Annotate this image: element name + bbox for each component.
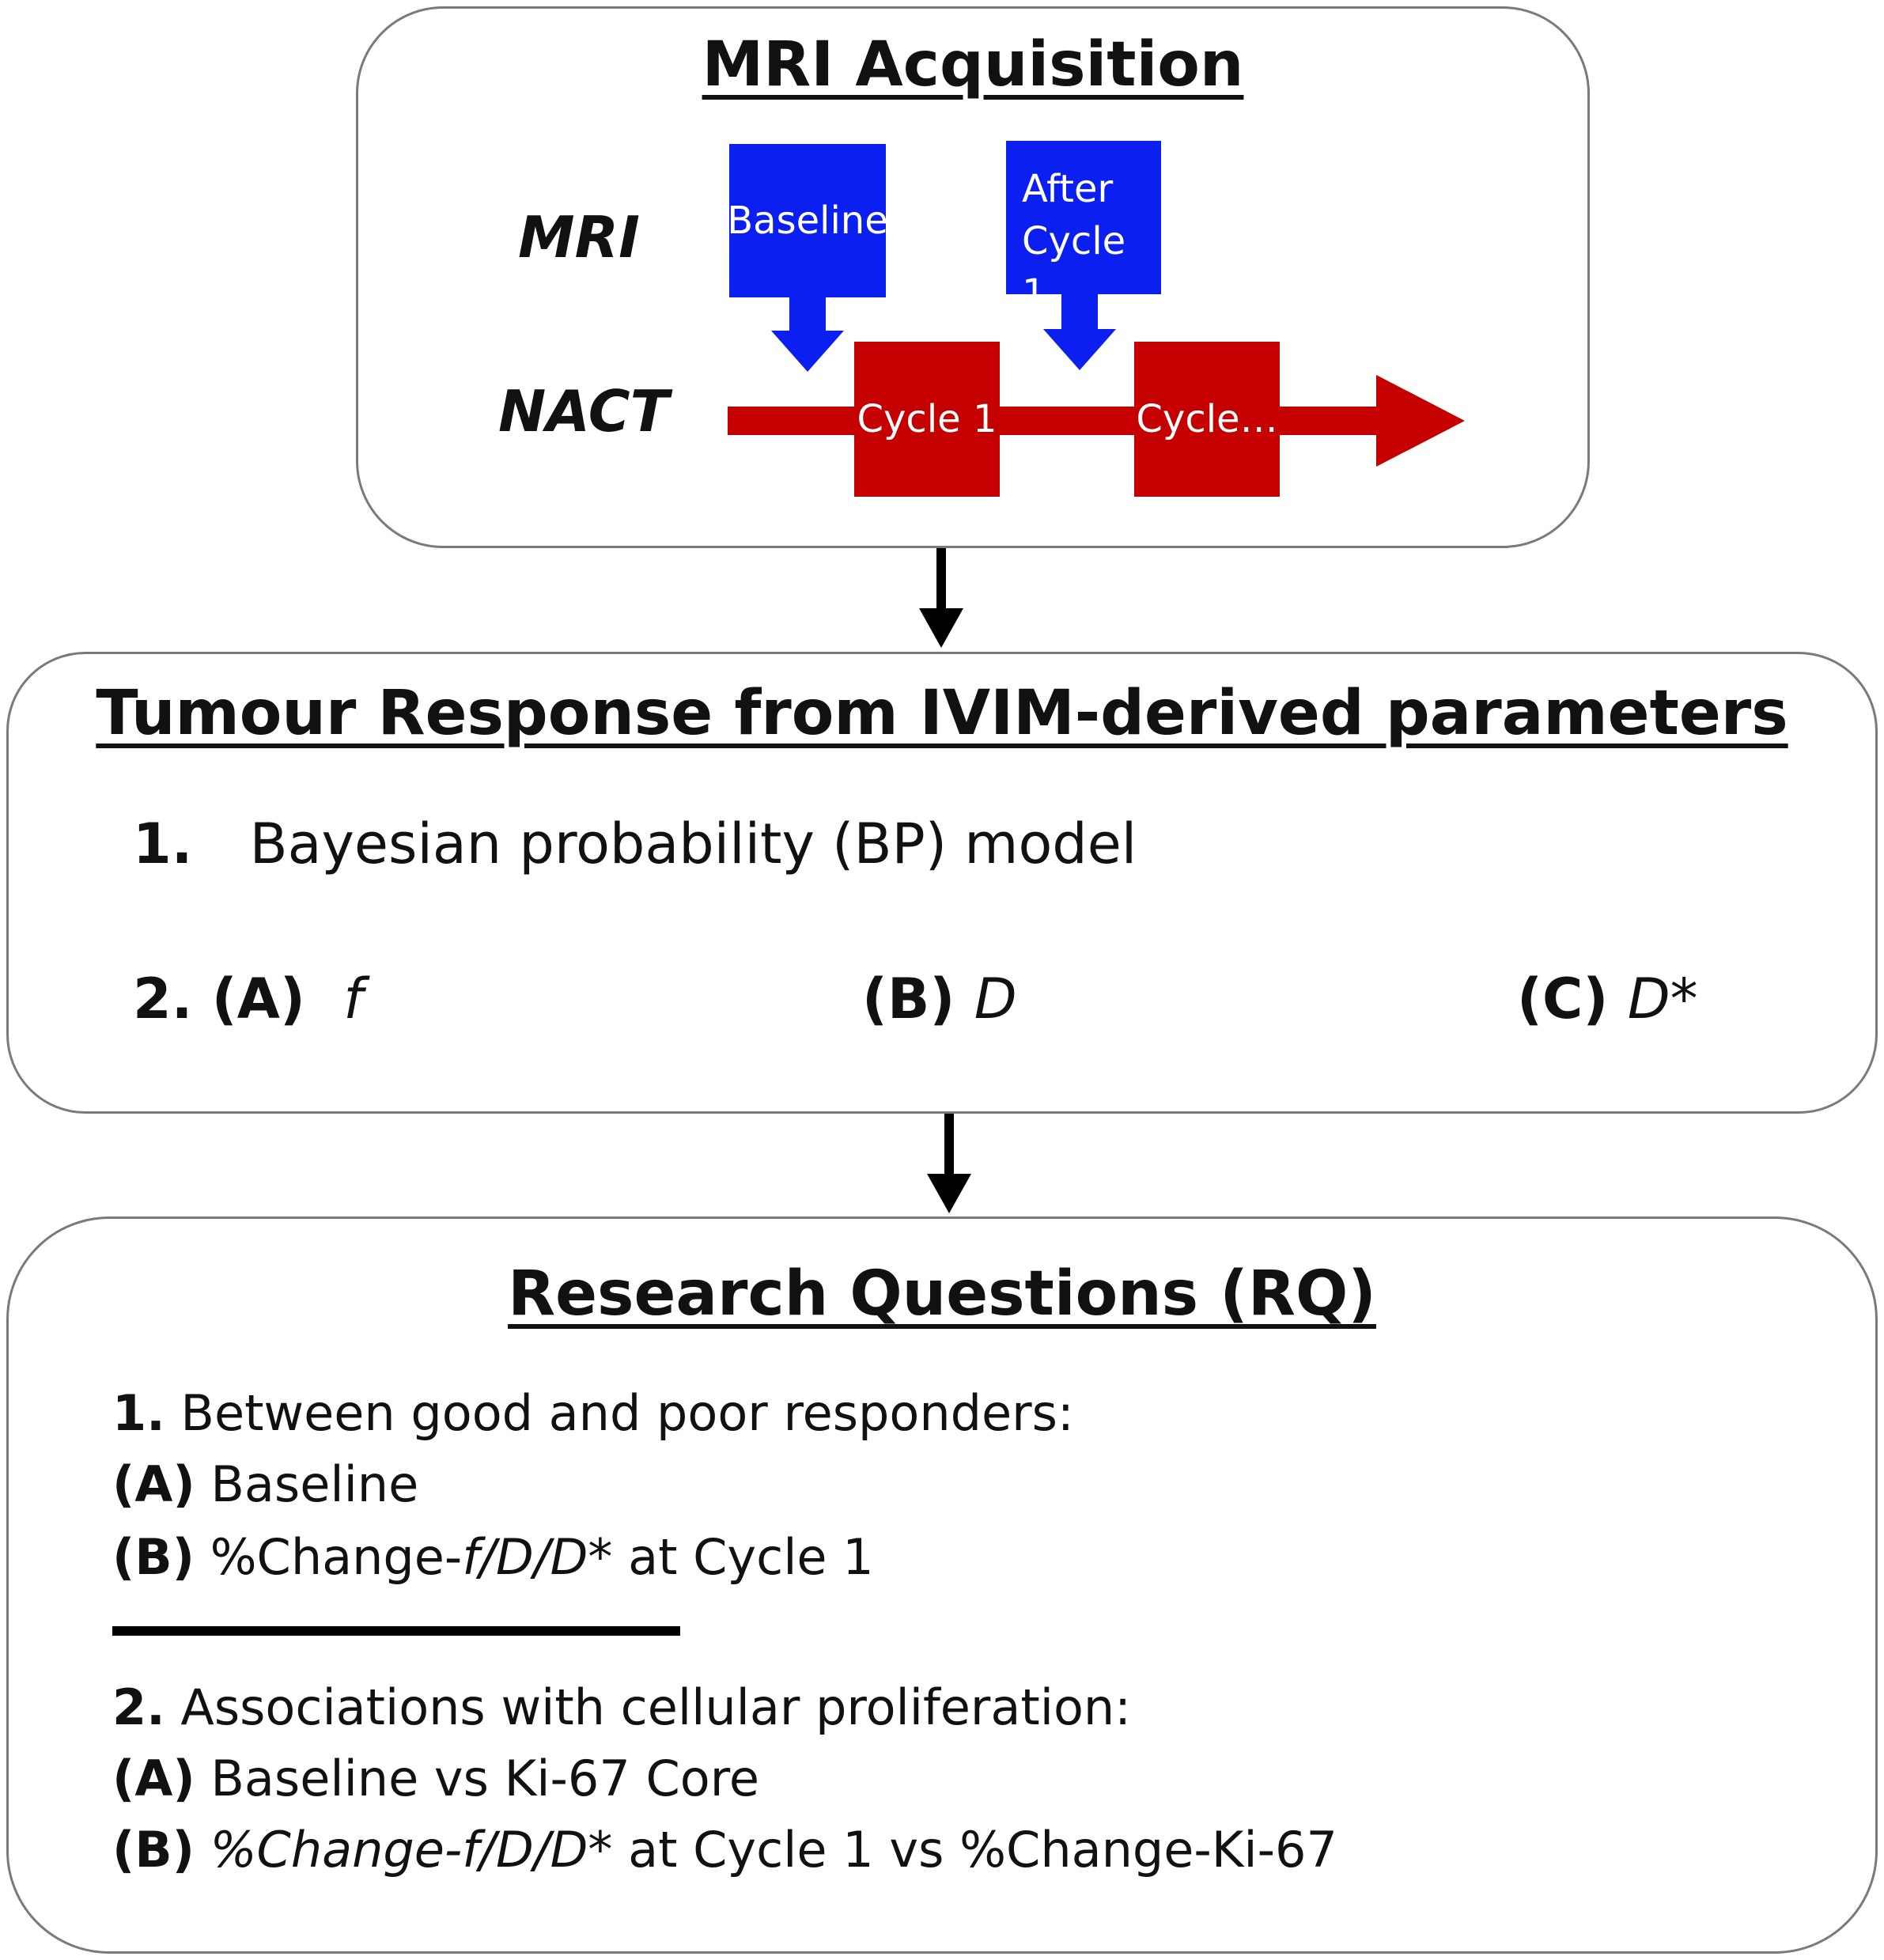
rq1-heading: 1. Between good and poor responders: [112,1384,1074,1442]
nact-timeline-shaft [728,407,1384,435]
param-b-symbol: D [974,967,1017,1031]
response-item-1-text: Bayesian probability (BP) model [249,812,1137,876]
baseline-scan-box: Baseline [727,144,888,297]
rq2b-post: at Cycle 1 vs %Change-Ki-67 [612,1821,1337,1879]
rq1b-post: at Cycle 1 [612,1528,874,1586]
rq2a-text: Baseline vs Ki-67 Core [195,1750,759,1807]
rq2-number: 2. [112,1678,165,1736]
cycle-more-box: Cycle… [1134,342,1280,497]
rq1b-pre: %Change- [194,1528,463,1586]
rq2b-italic: %Change-f/D/D* [194,1821,613,1879]
rq1-number: 1. [112,1384,165,1442]
cycle-more-label: Cycle… [1136,397,1278,441]
response-item-1: 1. Bayesian probability (BP) model [133,812,1137,876]
rq2a-label: (A) [112,1750,195,1807]
rq1b: (B) %Change-f/D/D* at Cycle 1 [112,1528,874,1586]
flow-arrow-1-icon [919,548,963,648]
tumour-response-title: Tumour Response from IVIM-derived parame… [96,678,1788,749]
rq2a: (A) Baseline vs Ki-67 Core [112,1750,759,1807]
tumour-response-box: Tumour Response from IVIM-derived parame… [6,652,1878,1114]
rq2-heading: 2. Associations with cellular proliferat… [112,1678,1131,1736]
after-cycle1-label-line1: After [1022,167,1114,211]
param-b-label: (B) [862,967,955,1031]
rq2b: (B) %Change-f/D/D* at Cycle 1 vs %Change… [112,1821,1337,1879]
rq1a: (A) Baseline [112,1455,418,1513]
response-item-1-number: 1. [133,812,193,876]
param-a-label: (A) [211,967,305,1031]
cycle1-label: Cycle 1 [857,397,997,441]
nact-arrowhead-icon [1376,375,1465,467]
research-questions-title: Research Questions (RQ) [508,1258,1376,1330]
param-b: (B) D [862,967,1017,1031]
rq1a-text: Baseline [195,1455,419,1513]
rq1b-italic: f/D/D* [462,1528,613,1586]
rq1b-label: (B) [112,1528,195,1586]
after-cycle1-down-arrow-icon [1043,293,1116,370]
param-c: (C) D* [1517,967,1698,1031]
rq2-text: Associations with cellular proliferation… [165,1678,1132,1736]
param-a-symbol: f [343,967,363,1031]
param-c-label: (C) [1517,967,1609,1031]
response-item-2-number: 2. [133,967,193,1031]
mri-acquisition-title: MRI Acquisition [702,29,1244,100]
rq2b-label: (B) [112,1821,195,1879]
nact-row-label: NACT [498,378,669,445]
baseline-scan-label: Baseline [727,199,888,243]
rq1a-label: (A) [112,1455,195,1513]
rq1-text: Between good and poor responders: [165,1384,1074,1442]
flow-arrow-2-icon [927,1114,971,1213]
rq-divider [112,1626,680,1636]
cycle1-box: Cycle 1 [854,342,1000,497]
param-c-symbol: D* [1627,967,1698,1031]
baseline-down-arrow-icon [771,296,844,372]
after-cycle1-scan-box: After Cycle 1 [1006,141,1161,316]
after-cycle1-label-line2: Cycle 1 [1022,219,1126,316]
research-questions-box: Research Questions (RQ) [6,1216,1878,1954]
mri-row-label: MRI [518,204,640,271]
response-item-2: 2. (A) f [133,967,363,1031]
